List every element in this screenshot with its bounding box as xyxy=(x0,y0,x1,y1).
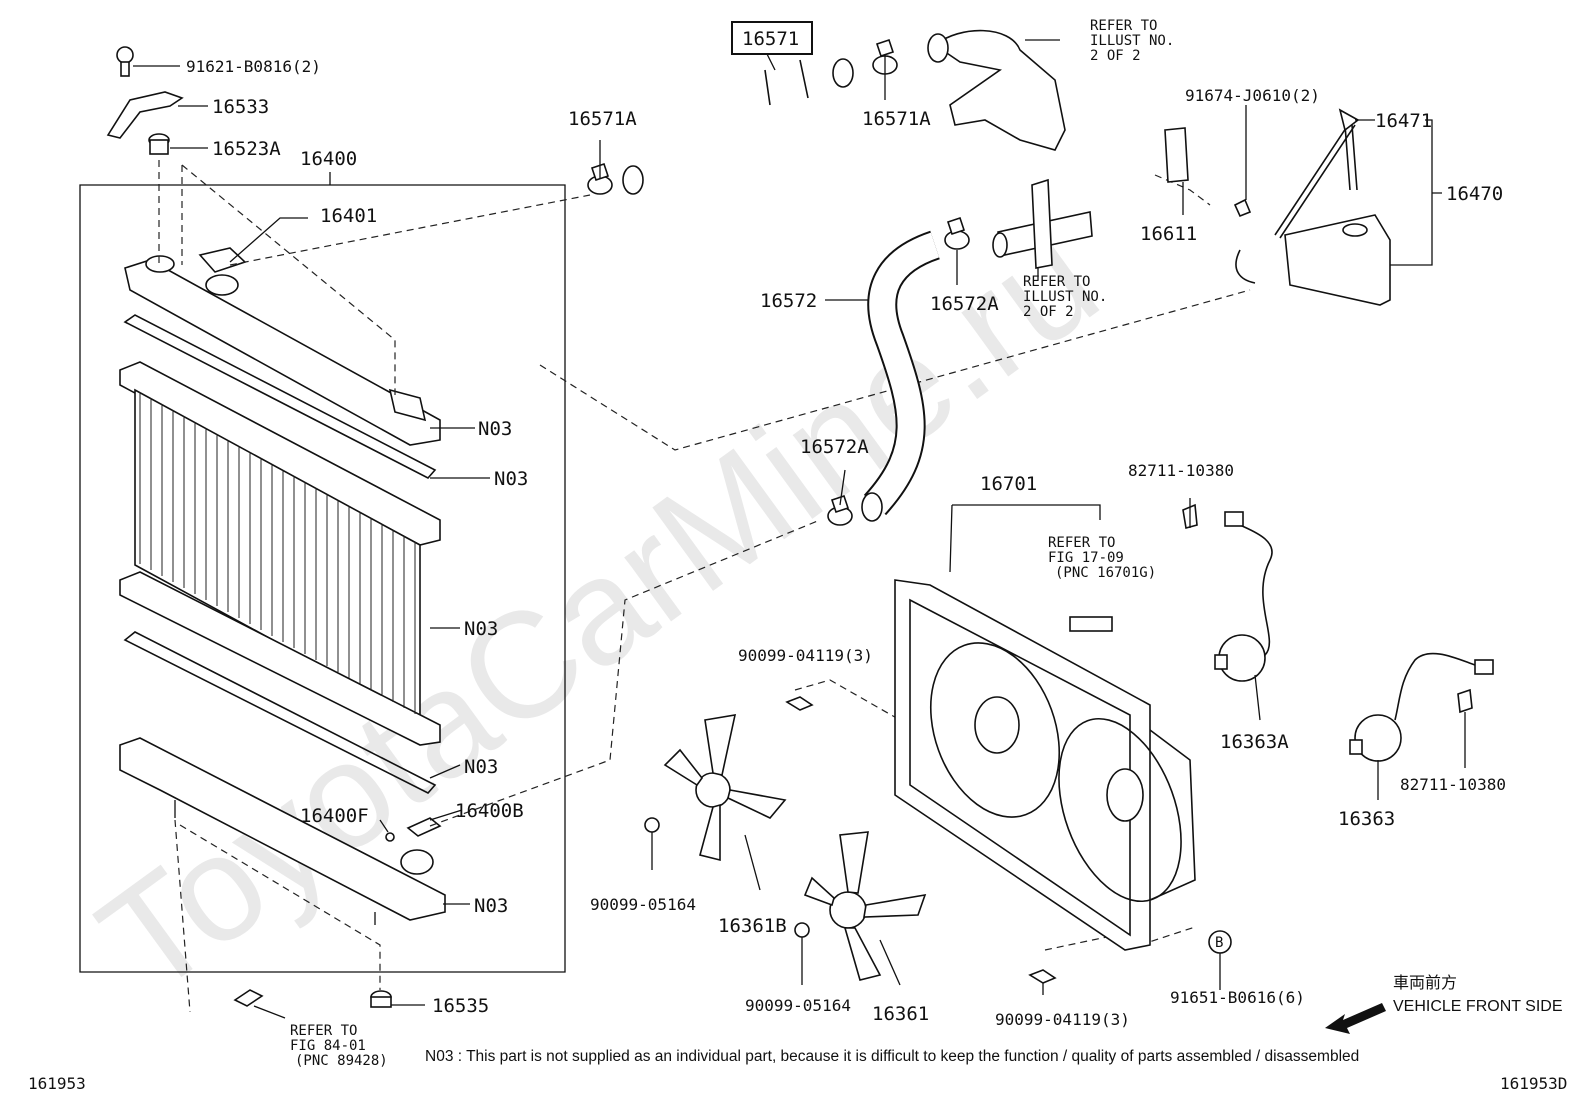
clamp-16572A-top xyxy=(944,216,970,250)
label-16400: 16400 xyxy=(300,148,357,170)
o-ring-16400F xyxy=(385,832,395,842)
cap-16523A xyxy=(148,133,170,155)
svg-text:REFER TO: REFER TO xyxy=(1090,18,1157,34)
lower-seal xyxy=(123,631,437,794)
label-n03-3: N03 xyxy=(464,618,498,640)
fan-16361 xyxy=(803,831,927,981)
bolt-91621 xyxy=(116,46,134,77)
svg-text:FIG 84-01: FIG 84-01 xyxy=(290,1038,366,1054)
label-16701: 16701 xyxy=(980,473,1037,495)
label-16401: 16401 xyxy=(320,205,377,227)
label-16400B: 16400B xyxy=(455,800,524,822)
label-91621: 91621-B0816(2) xyxy=(186,57,321,76)
nut-90099-05164-left xyxy=(644,817,660,833)
figure-id-right: 161953D xyxy=(1500,1074,1567,1093)
svg-text:2 OF 2: 2 OF 2 xyxy=(1023,304,1074,320)
svg-text:REFER TO: REFER TO xyxy=(1023,274,1090,290)
label-90099-05164-left: 90099-05164 xyxy=(590,895,696,914)
svg-text:(PNC 16701G): (PNC 16701G) xyxy=(1055,565,1156,581)
label-n03-5: N03 xyxy=(474,895,508,917)
clamp-16571A-left xyxy=(587,162,613,195)
label-16471: 16471 xyxy=(1375,110,1432,132)
refer-note-illust-top: REFER TO ILLUST NO. 2 OF 2 xyxy=(1090,18,1174,64)
label-16611: 16611 xyxy=(1140,223,1197,245)
label-16400F: 16400F xyxy=(300,805,369,827)
radiator-upper-tank xyxy=(124,247,441,446)
water-inlet-illust xyxy=(992,178,1093,269)
label-16701G xyxy=(1069,616,1113,632)
label-16363: 16363 xyxy=(1338,808,1395,830)
bolt-90099-04119-bottom xyxy=(1028,969,1057,984)
upper-hose-16571 xyxy=(622,53,854,195)
svg-text:ILLUST NO.: ILLUST NO. xyxy=(1090,33,1174,49)
vehicle-front-arrow-icon xyxy=(1325,1003,1386,1034)
clip-82711-bottom xyxy=(1457,688,1473,714)
fan-shroud-16701 xyxy=(894,579,1196,951)
label-n03-1: N03 xyxy=(478,418,512,440)
vehicle-front-jp: 車両前方 xyxy=(1393,974,1457,992)
water-outlet-illust xyxy=(927,29,1066,151)
label-90099-04119-top: 90099-04119(3) xyxy=(738,646,873,665)
header-box xyxy=(731,21,813,55)
label-16571A-left: 16571A xyxy=(568,108,637,130)
label-90099-04119-bottom: 90099-04119(3) xyxy=(995,1010,1130,1029)
drain-cock-16400B xyxy=(406,817,442,837)
label-91674: 91674-J0610(2) xyxy=(1185,86,1320,105)
label-90099-05164-mid: 90099-05164 xyxy=(745,996,851,1015)
motor-16363A xyxy=(1214,511,1273,682)
svg-text:FIG 17-09: FIG 17-09 xyxy=(1048,550,1124,566)
label-16572A-top: 16572A xyxy=(930,293,999,315)
label-16470: 16470 xyxy=(1446,183,1503,205)
bolt-91674 xyxy=(1233,198,1252,218)
radiator-lower-tank xyxy=(119,737,446,925)
vehicle-front-label: VEHICLE FRONT SIDE xyxy=(1393,998,1563,1015)
label-16571A-right: 16571A xyxy=(862,108,931,130)
label-16361: 16361 xyxy=(872,1003,929,1025)
cushion-16535 xyxy=(370,990,392,1008)
label-n03-2: N03 xyxy=(494,468,528,490)
label-16363A: 16363A xyxy=(1220,731,1289,753)
footnote: N03 : This part is not supplied as an in… xyxy=(425,1048,1359,1065)
svg-text:REFER TO: REFER TO xyxy=(290,1023,357,1039)
assembly-dashed-lines xyxy=(158,160,1251,1013)
label-16572A-bottom: 16572A xyxy=(800,436,869,458)
label-91651: 91651-B0616(6) xyxy=(1170,988,1305,1007)
label-16361B: 16361B xyxy=(718,915,787,937)
motor-16363 xyxy=(1349,652,1494,762)
svg-text:2 OF 2: 2 OF 2 xyxy=(1090,48,1141,64)
header-box-label: 16571 xyxy=(742,28,799,50)
lower-hose-16572 xyxy=(861,230,941,522)
label-16533: 16533 xyxy=(212,96,269,118)
svg-text:REFER TO: REFER TO xyxy=(1048,535,1115,551)
radiator-assembly-frame xyxy=(79,172,566,973)
bracket-16611 xyxy=(1164,127,1189,183)
refer-note-fig-17-09: REFER TO FIG 17-09 (PNC 16701G) xyxy=(1048,535,1156,581)
svg-text:(PNC 89428): (PNC 89428) xyxy=(295,1053,388,1069)
label-16572: 16572 xyxy=(760,290,817,312)
clamp-16572A-bottom xyxy=(827,494,853,526)
bolt-90099-04119-top xyxy=(785,696,814,711)
reservoir-16470 xyxy=(1235,108,1391,306)
sensor-89428 xyxy=(233,989,264,1007)
label-82711-bottom: 82711-10380 xyxy=(1400,775,1506,794)
svg-text:ILLUST NO.: ILLUST NO. xyxy=(1023,289,1107,305)
circle-b-label: B xyxy=(1215,935,1223,951)
label-16535: 16535 xyxy=(432,995,489,1017)
leader-lines xyxy=(133,39,1466,1019)
fan-16361B xyxy=(663,714,787,862)
figure-id-left: 161953 xyxy=(28,1074,86,1093)
label-n03-4: N03 xyxy=(464,756,498,778)
label-16523A: 16523A xyxy=(212,138,281,160)
nut-90099-05164-mid xyxy=(794,922,810,938)
upper-seal xyxy=(123,314,437,479)
bracket-16533 xyxy=(106,91,184,139)
refer-note-illust-mid: REFER TO ILLUST NO. 2 OF 2 xyxy=(1023,274,1107,320)
label-82711-top: 82711-10380 xyxy=(1128,461,1234,480)
refer-note-fig-84-01: REFER TO FIG 84-01 (PNC 89428) xyxy=(290,1023,388,1069)
